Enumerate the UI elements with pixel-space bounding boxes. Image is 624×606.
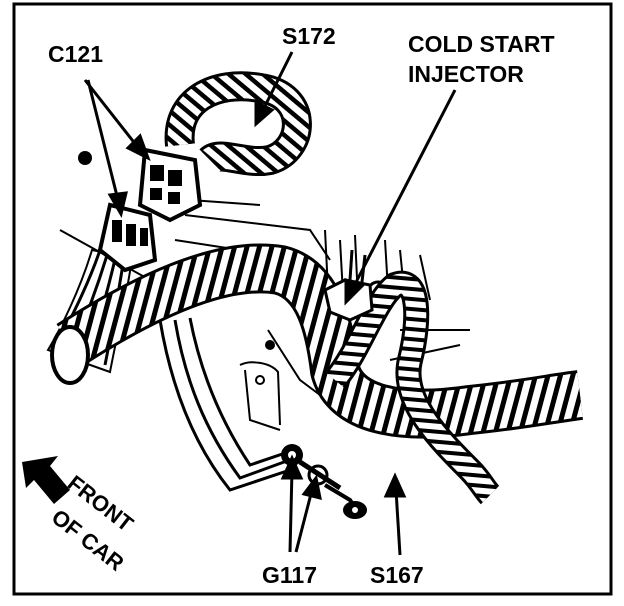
label-s172: S172 — [282, 23, 336, 49]
conduit-left-end — [50, 325, 90, 385]
ground-wires — [158, 317, 301, 492]
label-cold-start-line2: INJECTOR — [408, 61, 524, 87]
front-of-car-arrow — [22, 456, 70, 504]
label-cold-start-line1: COLD START — [408, 31, 555, 57]
label-s167: S167 — [370, 562, 424, 588]
label-g117: G117 — [262, 562, 317, 588]
leader-arrows — [83, 51, 457, 556]
c121-connector — [97, 147, 203, 273]
diagram-border — [12, 2, 613, 596]
label-c121: C121 — [48, 41, 103, 67]
g117-ground-terminal — [281, 444, 367, 519]
